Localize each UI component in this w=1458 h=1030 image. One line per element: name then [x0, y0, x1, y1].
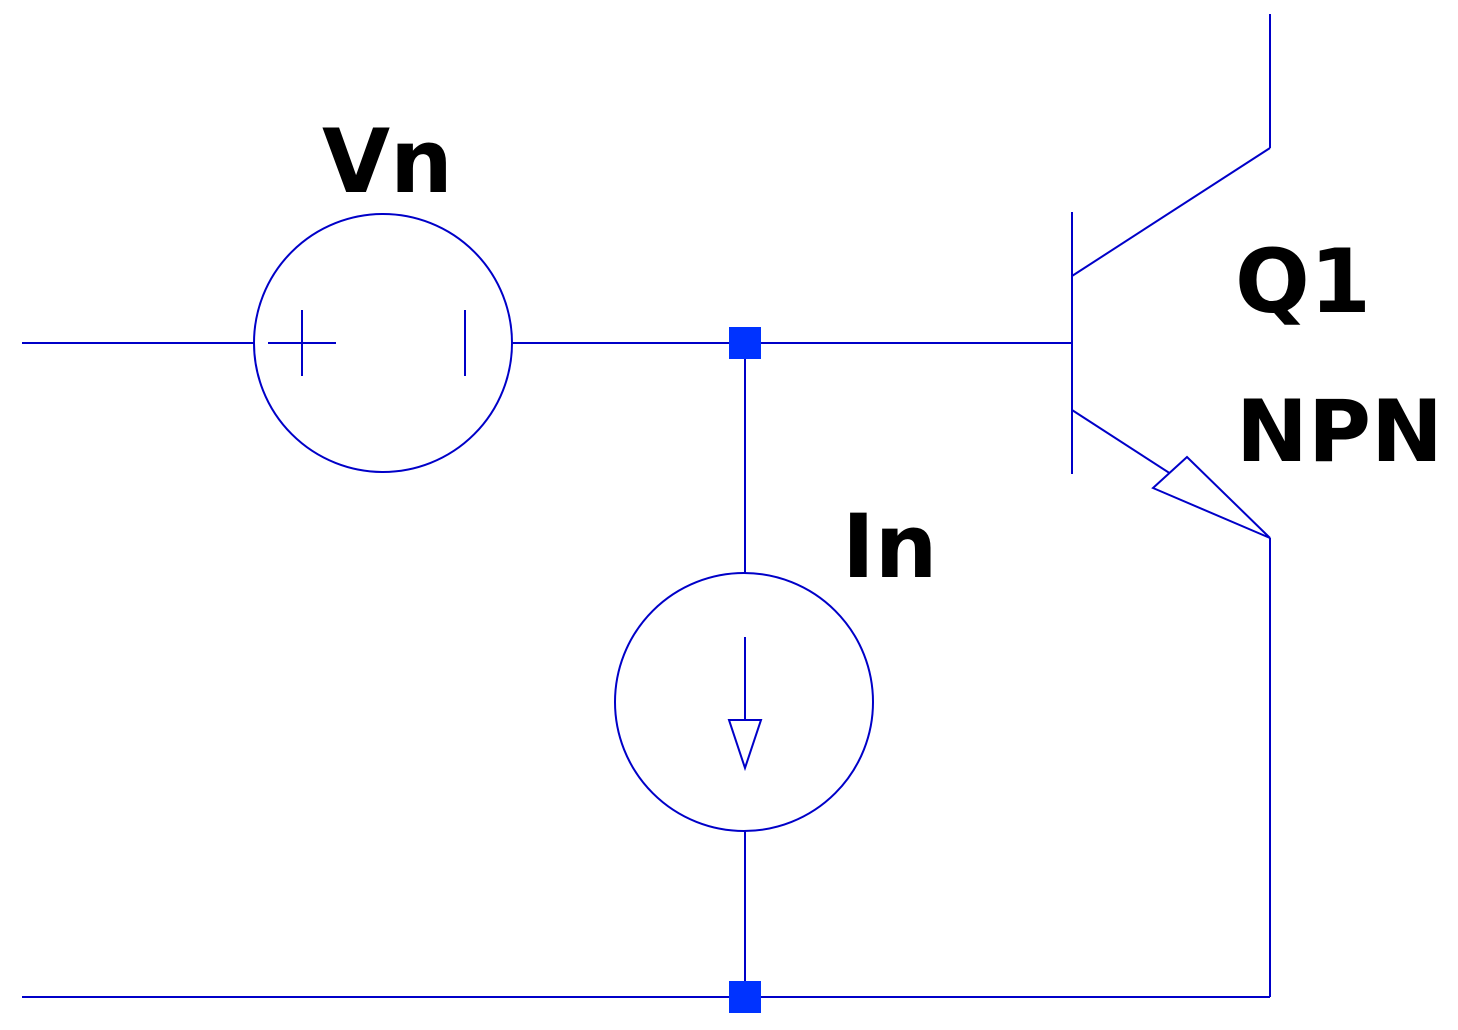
wires [22, 14, 1271, 998]
label-q1: Q1 [1235, 230, 1371, 333]
label-vn: Vn [322, 110, 453, 213]
emitter-arrow-icon [1151, 455, 1271, 539]
arrow-down-icon [727, 719, 763, 772]
junction-node-bottom [729, 981, 761, 1013]
label-npn: NPN [1236, 382, 1443, 482]
voltage-source-vn[interactable] [253, 213, 513, 473]
current-source-in[interactable] [614, 572, 874, 832]
label-in: In [842, 495, 937, 598]
junction-node-top [729, 327, 761, 359]
transistor-q1[interactable] [1071, 147, 1271, 539]
transistor-collector-lead [1071, 147, 1271, 277]
current-source-body [614, 572, 874, 832]
